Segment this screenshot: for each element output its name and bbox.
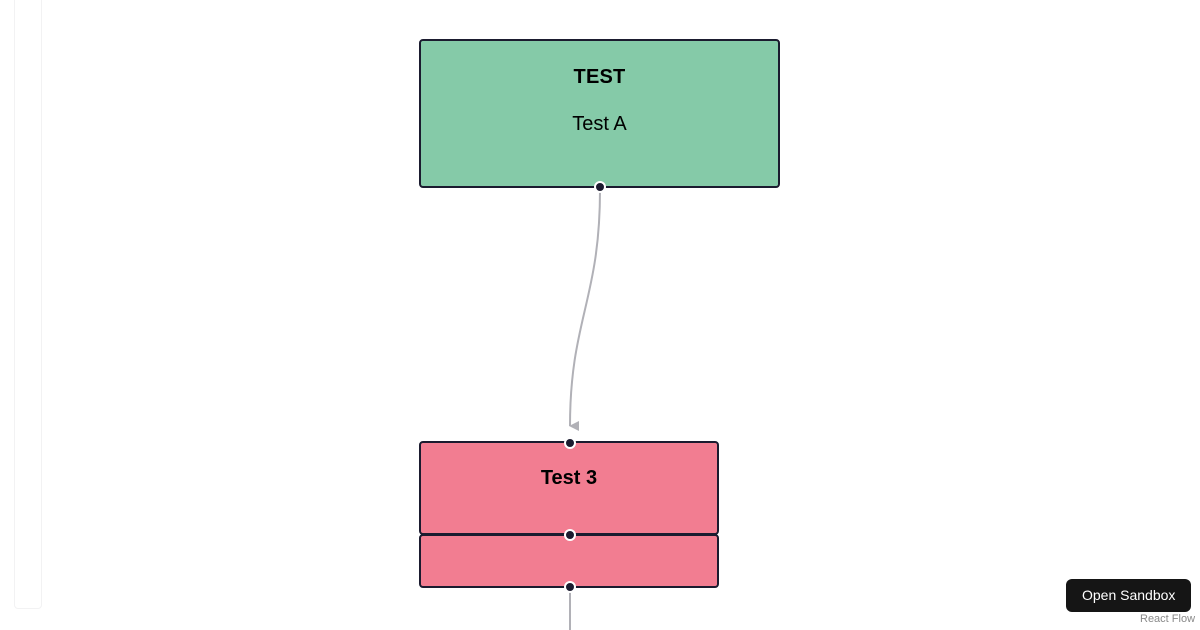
side-strip-panel (14, 0, 42, 609)
node-test-3[interactable]: Test 3 (419, 441, 719, 535)
node-test-a[interactable]: TEST Test A (419, 39, 780, 188)
node-test-3-body[interactable] (419, 534, 719, 588)
edge-test-a-to-test-3[interactable] (569, 189, 601, 432)
node-test-a-subtitle: Test A (572, 113, 627, 135)
react-flow-attribution[interactable]: React Flow (1140, 613, 1196, 625)
handle-target-test-3-top[interactable] (564, 437, 576, 449)
open-sandbox-button[interactable]: Open Sandbox (1066, 579, 1192, 612)
node-test-3-title: Test 3 (540, 467, 598, 489)
handle-source-test-3-bottom[interactable] (564, 529, 576, 541)
node-test-a-title: TEST (573, 66, 626, 88)
handle-source-test-3-body-bottom[interactable] (564, 581, 576, 593)
handle-source-test-a-bottom[interactable] (594, 181, 606, 193)
